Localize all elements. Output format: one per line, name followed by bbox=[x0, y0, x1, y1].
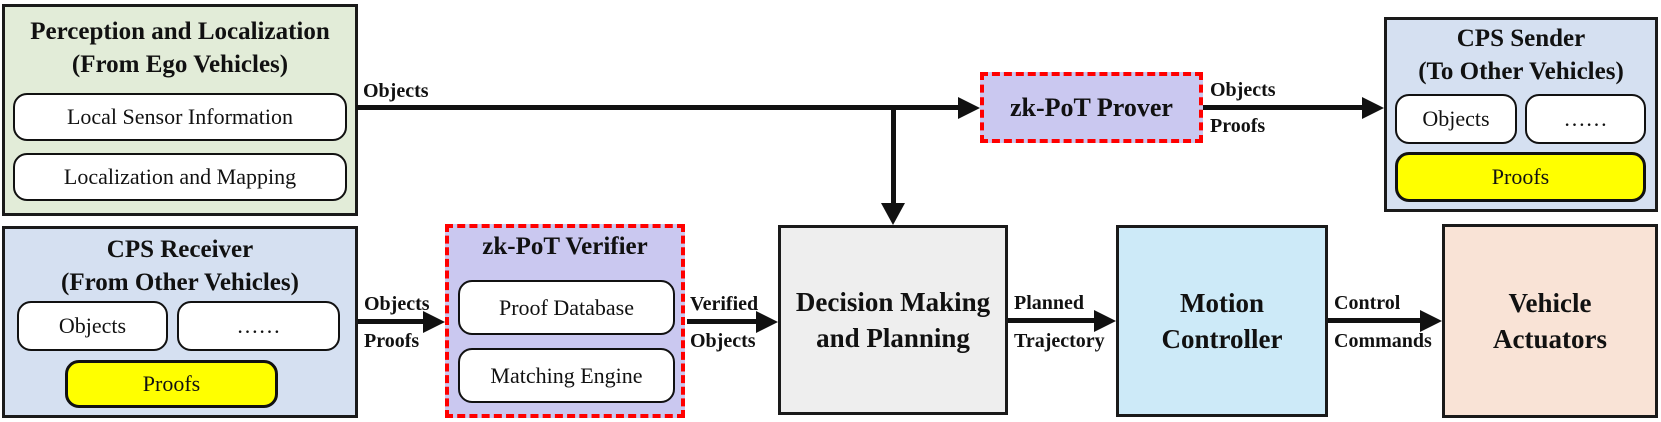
proof-database-pill: Proof Database bbox=[458, 280, 675, 335]
vehicle-actuators-label: Vehicle Actuators bbox=[1445, 227, 1655, 415]
edge-label-prover-objects: Objects bbox=[1210, 79, 1276, 101]
arrow-receiver-to-verifier-line bbox=[358, 319, 425, 324]
cps-sender-title: CPS Sender (To Other Vehicles) bbox=[1387, 20, 1655, 88]
arrow-perception-to-prover-line bbox=[356, 105, 960, 110]
arrow-perception-to-prover-head bbox=[958, 97, 980, 119]
decision-making-line2: and Planning bbox=[816, 323, 970, 353]
arrow-motion-to-actuators-line bbox=[1328, 318, 1422, 323]
edge-label-commands: Commands bbox=[1334, 330, 1432, 352]
edge-label-verified-objects: Objects bbox=[690, 330, 756, 352]
perception-title-line2: (From Ego Vehicles) bbox=[71, 51, 289, 78]
arrow-decision-to-motion-line bbox=[1008, 318, 1096, 323]
edge-label-control: Control bbox=[1334, 292, 1401, 314]
matching-engine-pill: Matching Engine bbox=[458, 348, 675, 403]
edge-label-trajectory: Trajectory bbox=[1014, 330, 1105, 352]
cps-sender-box: CPS Sender (To Other Vehicles) Objects …… bbox=[1384, 17, 1658, 212]
receiver-ellipsis-pill: …… bbox=[177, 301, 340, 351]
motion-controller-line1: Motion bbox=[1180, 288, 1264, 318]
sender-proofs-pill: Proofs bbox=[1395, 152, 1646, 202]
edge-label-objects-top: Objects bbox=[363, 80, 429, 102]
vehicle-actuators-box: Vehicle Actuators bbox=[1442, 224, 1658, 418]
cps-receiver-title: CPS Receiver (From Other Vehicles) bbox=[5, 229, 355, 299]
arrow-prover-to-sender-line bbox=[1203, 105, 1366, 110]
perception-title-line1: Perception and Localization bbox=[30, 18, 330, 45]
decision-making-box: Decision Making and Planning bbox=[778, 225, 1008, 415]
decision-making-line1: Decision Making bbox=[795, 287, 991, 317]
edge-label-receiver-proofs: Proofs bbox=[364, 330, 420, 352]
cps-receiver-box: CPS Receiver (From Other Vehicles) Objec… bbox=[2, 226, 358, 418]
motion-controller-label: Motion Controller bbox=[1119, 228, 1325, 414]
edge-label-receiver-objects: Objects bbox=[364, 293, 430, 315]
cps-receiver-title-line2: (From Other Vehicles) bbox=[61, 269, 299, 296]
receiver-objects-pill: Objects bbox=[17, 301, 168, 351]
edge-label-planned: Planned bbox=[1014, 292, 1085, 314]
prover-title: zk-PoT Prover bbox=[1010, 92, 1173, 122]
arrow-verifier-to-decision-line bbox=[687, 319, 758, 324]
edge-label-prover-proofs: Proofs bbox=[1210, 115, 1266, 137]
cps-receiver-title-line1: CPS Receiver bbox=[106, 236, 254, 263]
verifier-title: zk-PoT Verifier bbox=[482, 233, 648, 260]
cps-sender-title-line1: CPS Sender bbox=[1456, 25, 1586, 52]
local-sensor-information-pill: Local Sensor Information bbox=[13, 93, 347, 141]
cps-sender-title-line2: (To Other Vehicles) bbox=[1418, 58, 1624, 85]
receiver-proofs-pill: Proofs bbox=[65, 360, 278, 408]
sender-objects-pill: Objects bbox=[1395, 94, 1517, 144]
vehicle-actuators-line2: Actuators bbox=[1493, 324, 1607, 354]
perception-localization-box: Perception and Localization (From Ego Ve… bbox=[2, 4, 358, 216]
perception-title: Perception and Localization (From Ego Ve… bbox=[5, 7, 355, 81]
arrow-decision-to-motion-head bbox=[1094, 310, 1116, 332]
arrow-motion-to-actuators-head bbox=[1420, 310, 1442, 332]
arrow-verifier-to-decision-head bbox=[756, 311, 778, 333]
motion-controller-line2: Controller bbox=[1161, 324, 1283, 354]
arrow-branch-to-decision-line bbox=[891, 108, 896, 205]
zk-pot-verifier-box: zk-PoT Verifier Proof Database Matching … bbox=[445, 224, 685, 418]
arrow-receiver-to-verifier-head bbox=[423, 311, 445, 333]
decision-making-label: Decision Making and Planning bbox=[781, 228, 1005, 412]
arrow-branch-to-decision-head bbox=[881, 203, 905, 225]
zk-pot-prover-box: zk-PoT Prover bbox=[980, 72, 1203, 143]
arrow-prover-to-sender-head bbox=[1362, 97, 1384, 119]
vehicle-actuators-line1: Vehicle bbox=[1508, 288, 1592, 318]
motion-controller-box: Motion Controller bbox=[1116, 225, 1328, 417]
localization-mapping-pill: Localization and Mapping bbox=[13, 153, 347, 201]
edge-label-verified: Verified bbox=[690, 293, 759, 315]
sender-ellipsis-pill: …… bbox=[1525, 94, 1646, 144]
